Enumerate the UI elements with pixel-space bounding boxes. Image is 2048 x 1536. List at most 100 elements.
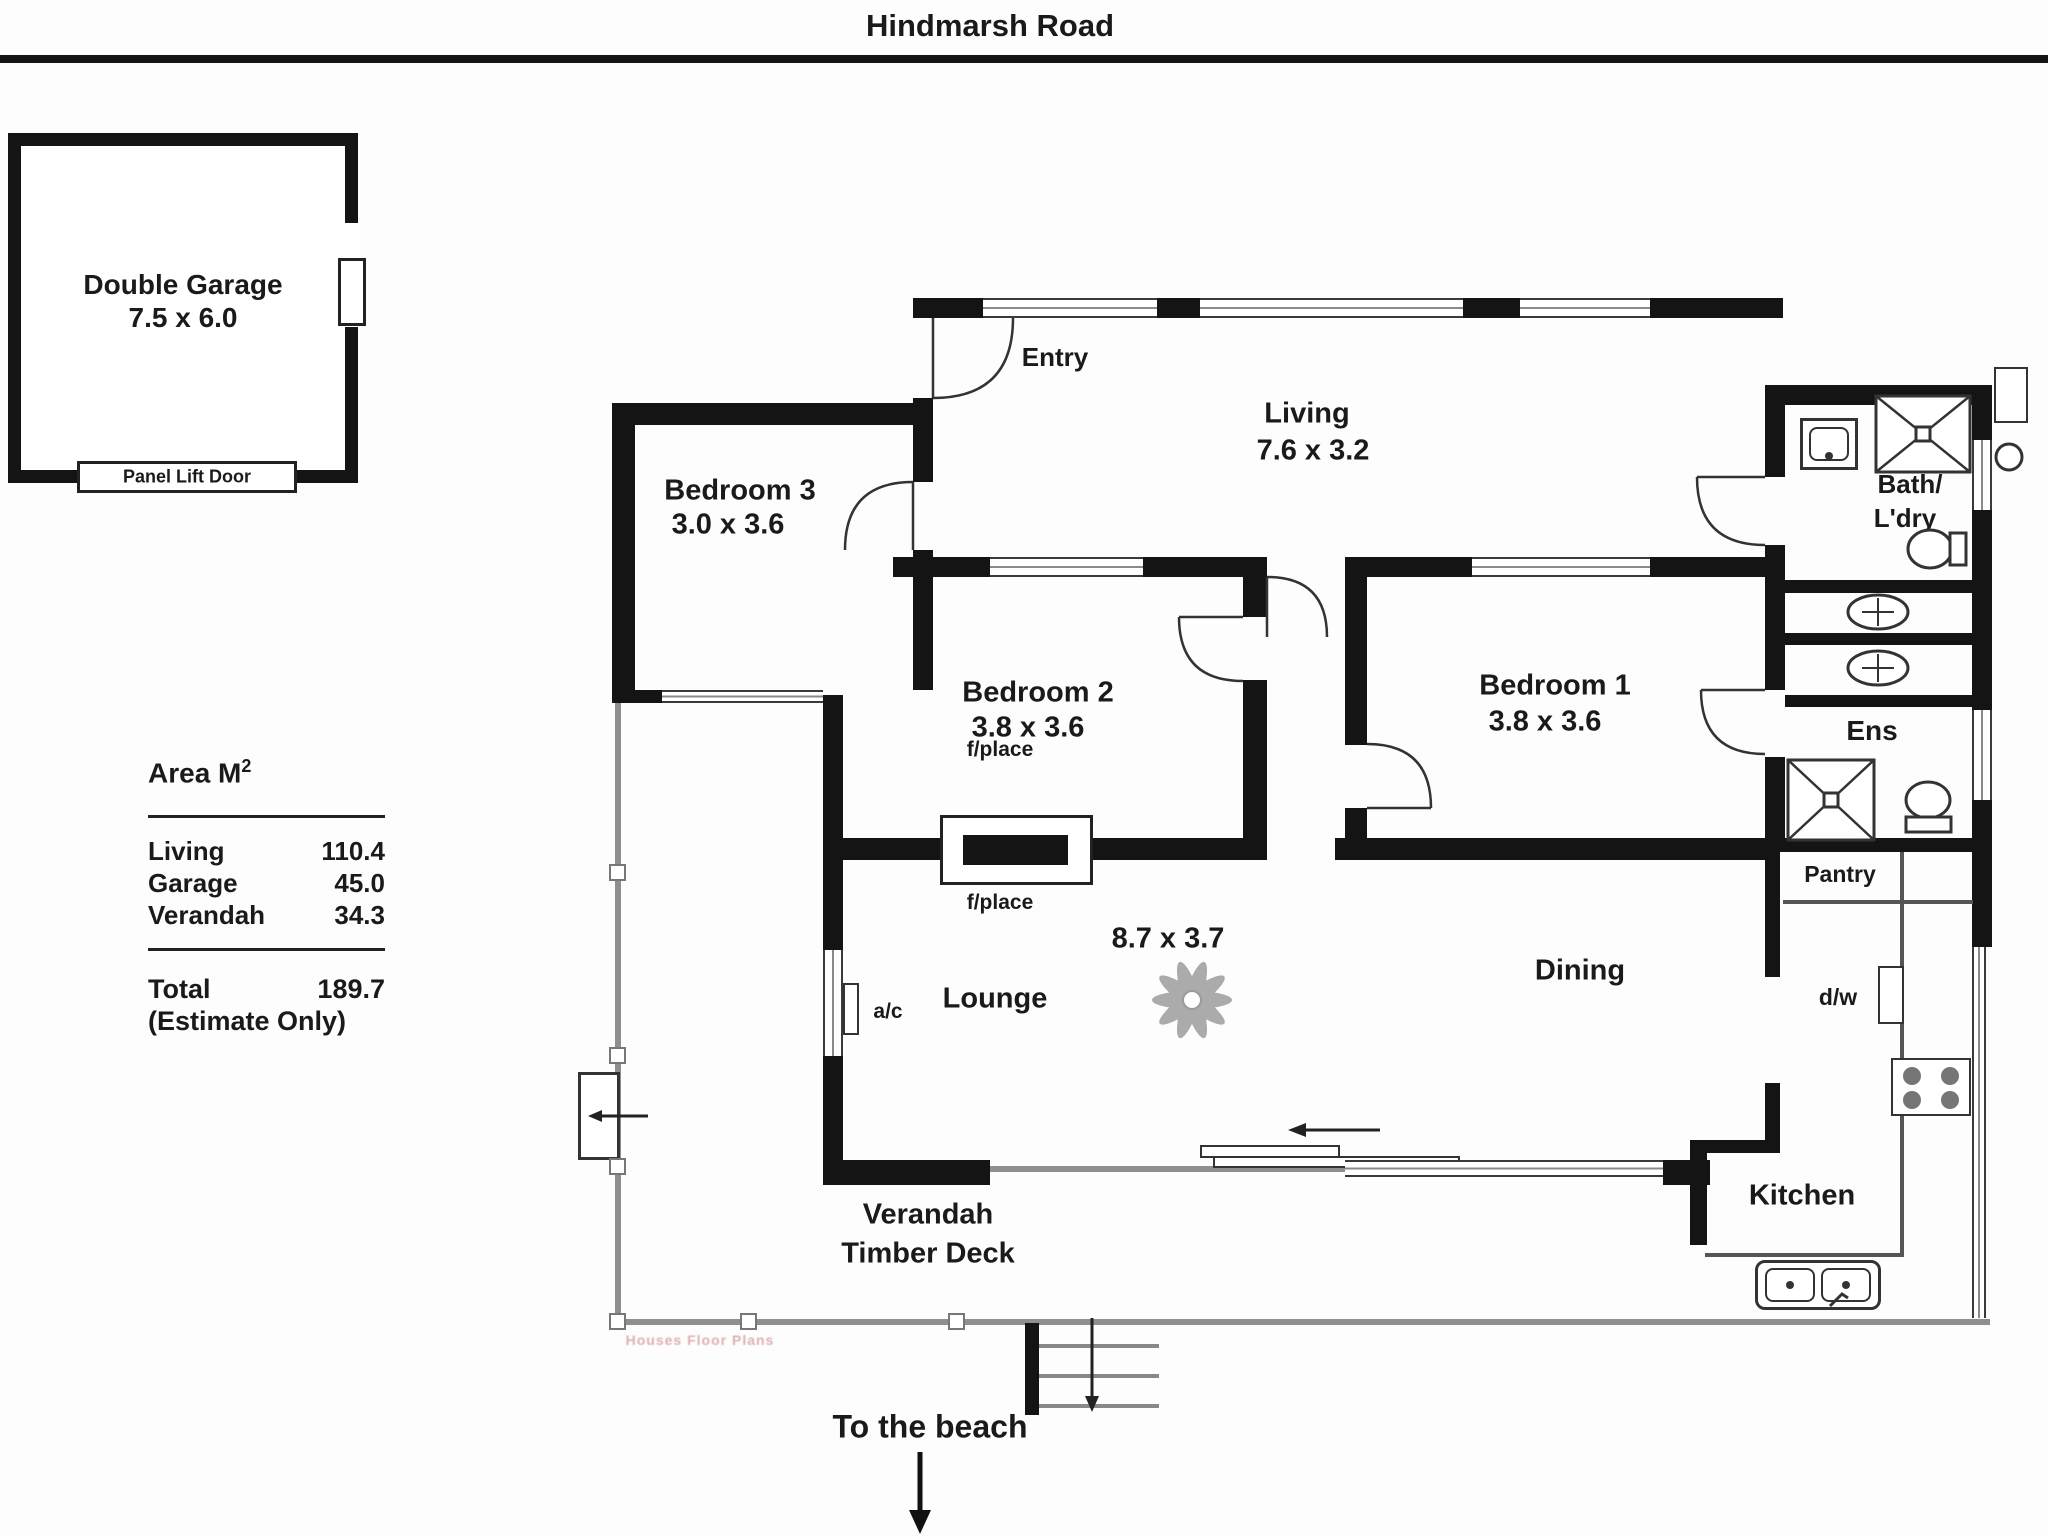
wall-living-south-a: [893, 557, 990, 577]
area-row-total: Total 189.7: [148, 974, 385, 1005]
window-bed1-north: [1472, 557, 1650, 577]
area-row-value: 110.4: [321, 836, 385, 866]
ac-label: a/c: [873, 999, 903, 1023]
wall-bath-top: [1765, 385, 1992, 405]
bath-door-arc: [1695, 475, 1766, 547]
verandah-edge-south: [615, 1319, 1990, 1325]
garage-floor: [21, 146, 345, 470]
total-value: 189.7: [317, 974, 385, 1004]
wall-top-entry: [913, 298, 983, 318]
window-living-1: [983, 298, 1157, 318]
panel-lift-door-label: Panel Lift Door: [122, 466, 252, 487]
basin-bowl: [1809, 427, 1849, 461]
verandah-post: [740, 1313, 757, 1330]
step-tread: [1039, 1344, 1159, 1348]
pantry-shelf-edge: [1783, 900, 1973, 904]
hall-door-arc: [1265, 575, 1329, 638]
sliding-door-arrow: [1288, 1123, 1380, 1137]
window-dining-south: [1345, 1160, 1663, 1177]
wall-kitchen-nw: [1690, 1140, 1780, 1153]
bedroom3-dims: 3.0 x 3.6: [671, 508, 785, 541]
step-tread: [1039, 1404, 1159, 1408]
hws-icon: [1994, 442, 2024, 472]
area-row-value: 34.3: [334, 900, 385, 930]
window-bath: [1972, 440, 1992, 510]
wall-ens-west: [1765, 757, 1785, 845]
area-table-heading: Area M2: [148, 756, 252, 789]
ens-shower-icon: [1786, 758, 1876, 842]
wall-bed3-west: [612, 425, 635, 703]
sink-bowl-left: [1765, 1268, 1815, 1302]
watermark: Houses Floor Plans: [625, 1332, 775, 1348]
area-table-rule-top: [148, 815, 385, 818]
wall-east-c: [1972, 800, 1992, 947]
window-lounge-west: [823, 950, 843, 1056]
sliding-door-track: [990, 1166, 1345, 1172]
wall-living-south-d: [1650, 557, 1785, 577]
area-row-label: Living: [148, 836, 225, 866]
fireplace-label-top: f/place: [966, 737, 1034, 761]
wall-bed1-west-a: [1345, 577, 1367, 745]
open-area-dims: 8.7 x 3.7: [1111, 922, 1225, 955]
verandah-post: [609, 1313, 626, 1330]
bedroom3-door-arc: [843, 480, 915, 551]
bath-label-line1: Bath/: [1877, 469, 1943, 500]
ens-door-arc: [1699, 688, 1766, 756]
fireplace-icon: [963, 835, 1068, 865]
pantry-divider: [1900, 852, 1904, 947]
bedroom1-dims: 3.8 x 3.6: [1488, 705, 1602, 738]
road-label: Hindmarsh Road: [865, 8, 1115, 44]
kitchen-bench-south: [1705, 1253, 1904, 1257]
entry-door-arc: [931, 317, 1015, 400]
cooktop-icon: [1891, 1058, 1971, 1116]
wall-pantry-west: [1765, 845, 1780, 977]
road-line: [0, 55, 2048, 63]
verandah-post: [948, 1313, 965, 1330]
ens-label: Ens: [1846, 714, 1898, 746]
dishwasher-icon: [1878, 966, 1904, 1024]
window-kitchen-east: [1972, 947, 1986, 1318]
bath-label-line2: L'dry: [1873, 503, 1937, 534]
bedroom3-label: Bedroom 3: [664, 474, 816, 507]
wall-bed3-south-corner: [612, 690, 662, 703]
wall-kitchen-north-stub: [1765, 1083, 1780, 1153]
wall-bed1-south: [1335, 838, 1765, 860]
verandah-label-line2: Timber Deck: [841, 1237, 1015, 1270]
wall-top-c: [1650, 298, 1783, 318]
wall-fireplace-b: [1093, 838, 1267, 860]
living-label: Living: [1264, 397, 1350, 430]
area-row-label: Garage: [148, 868, 238, 898]
bedroom1-label: Bedroom 1: [1479, 669, 1631, 702]
hot-water-unit: [1994, 367, 2028, 423]
verandah-post: [609, 1047, 626, 1064]
bedroom2-door-arc: [1177, 615, 1244, 683]
wall-top-b: [1463, 298, 1520, 318]
dining-label: Dining: [1534, 954, 1626, 987]
area-row-garage: Garage 45.0: [148, 868, 385, 899]
living-dims: 7.6 x 3.2: [1256, 434, 1370, 467]
wall-top-a: [1157, 298, 1200, 318]
wall-living-south-c: [1345, 557, 1472, 577]
wall-lounge-west-a: [823, 695, 843, 950]
to-the-beach-label: To the beach: [832, 1408, 1028, 1445]
window-living-3: [1520, 298, 1650, 318]
area-row-label: Verandah: [148, 900, 266, 930]
steps-arrow: [1085, 1318, 1099, 1412]
wall-bed2-east-b: [1243, 680, 1267, 838]
step-tread: [1039, 1374, 1159, 1378]
panel-lift-door: [77, 461, 297, 493]
wall-bath-west-a: [1765, 405, 1785, 477]
area-row-living: Living 110.4: [148, 836, 385, 867]
area-table-rule-bottom: [148, 948, 385, 951]
shower-icon: [1874, 394, 1972, 474]
verandah-label-line1: Verandah: [862, 1198, 994, 1231]
wall-bed2-east-a: [1243, 577, 1267, 617]
wall-living-south-b: [1143, 557, 1267, 577]
area-row-value: 45.0: [334, 868, 385, 898]
ens-toilet-icon: [1904, 780, 1953, 834]
pantry-label: Pantry: [1804, 860, 1876, 887]
wall-fireplace-a: [823, 838, 940, 860]
entry-label: Entry: [1021, 342, 1089, 373]
verandah-side-steps: [578, 1072, 620, 1160]
